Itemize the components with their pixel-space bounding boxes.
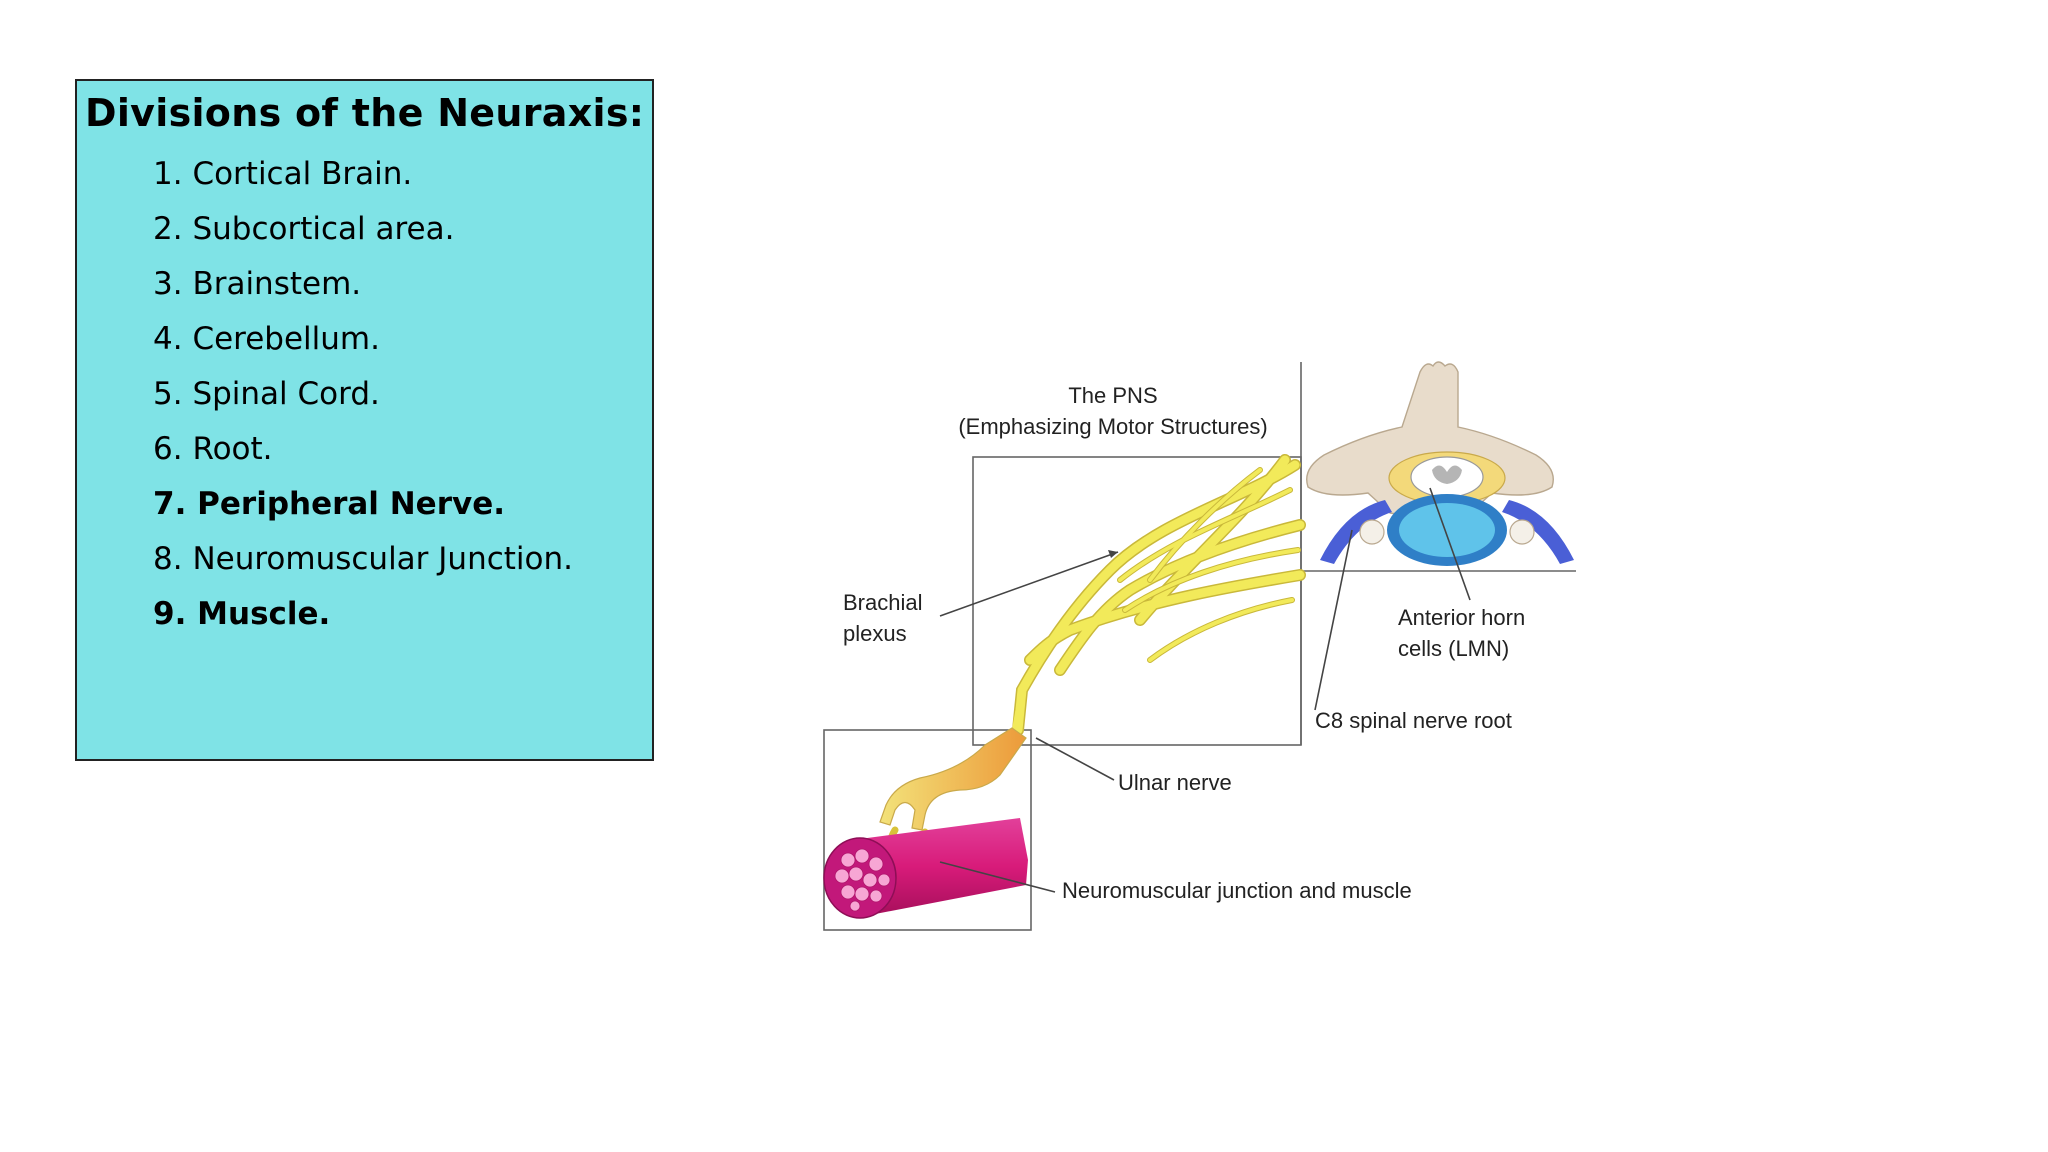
item-number: 6. xyxy=(153,431,183,467)
item-text: Brainstem. xyxy=(192,266,362,302)
item-number: 8. xyxy=(153,541,183,577)
figure-title-line2: (Emphasizing Motor Structures) xyxy=(958,414,1267,439)
item-text: Muscle. xyxy=(197,596,331,632)
ulnar-leader xyxy=(1035,737,1115,781)
divisions-list: 1. Cortical Brain. 2. Subcortical area. … xyxy=(153,147,573,642)
anterior-horn-label-line1: Anterior horn xyxy=(1398,605,1525,630)
item-number: 7. xyxy=(153,486,187,522)
nmj-label: Neuromuscular junction and muscle xyxy=(1062,878,1412,903)
leader-lines xyxy=(939,487,1471,893)
item-text: Cortical Brain. xyxy=(192,156,413,192)
item-text: Peripheral Nerve. xyxy=(197,486,505,522)
c8-root-leader xyxy=(1314,529,1353,711)
item-text: Cerebellum. xyxy=(192,321,380,357)
item-text: Spinal Cord. xyxy=(192,376,380,412)
anterior-horn-label-line2: cells (LMN) xyxy=(1398,636,1509,661)
item-number: 3. xyxy=(153,266,183,302)
item-number: 5. xyxy=(153,376,183,412)
brachial-label-line2: plexus xyxy=(843,621,907,646)
list-item: 4. Cerebellum. xyxy=(153,312,573,367)
item-number: 9. xyxy=(153,596,187,632)
item-text: Subcortical area. xyxy=(192,211,455,247)
muscle-frame xyxy=(823,729,1032,931)
brachial-label-line1: Brachial xyxy=(843,590,922,615)
neuraxis-divisions-box: Divisions of the Neuraxis: 1. Cortical B… xyxy=(75,79,654,761)
anterior-horn-leader xyxy=(1429,487,1471,601)
ulnar-nerve-label: Ulnar nerve xyxy=(1118,770,1232,795)
item-text: Neuromuscular Junction. xyxy=(192,541,573,577)
item-number: 2. xyxy=(153,211,183,247)
item-number: 1. xyxy=(153,156,183,192)
list-item: 2. Subcortical area. xyxy=(153,202,573,257)
item-text: Root. xyxy=(192,431,273,467)
nmj-leader xyxy=(939,861,1056,893)
list-item: 6. Root. xyxy=(153,422,573,477)
list-item: 5. Spinal Cord. xyxy=(153,367,573,422)
list-item-highlighted: 7. Peripheral Nerve. xyxy=(153,477,573,532)
diagram-frames xyxy=(823,362,1576,931)
c8-root-label: C8 spinal nerve root xyxy=(1315,708,1512,733)
brachial-leader xyxy=(939,551,1119,617)
list-item: 8. Neuromuscular Junction. xyxy=(153,532,573,587)
figure-title-line1: The PNS xyxy=(1068,383,1157,408)
list-item: 3. Brainstem. xyxy=(153,257,573,312)
brachial-plexus xyxy=(1012,454,1306,736)
list-item-highlighted: 9. Muscle. xyxy=(153,587,573,642)
list-item: 1. Cortical Brain. xyxy=(153,147,573,202)
muscle-fiber xyxy=(823,818,1028,919)
box-title: Divisions of the Neuraxis: xyxy=(85,91,645,135)
vertebra-cross-section xyxy=(1306,361,1574,566)
item-number: 4. xyxy=(153,321,183,357)
